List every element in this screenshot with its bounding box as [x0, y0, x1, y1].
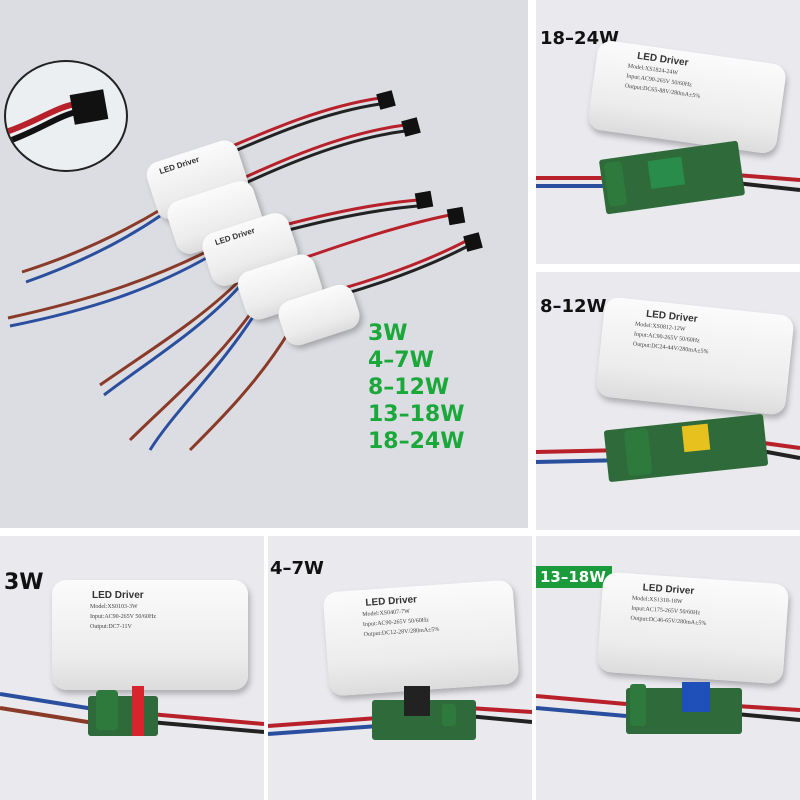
driver-box: LED Driver Model:XS0103-3W Input:AC90-26…	[52, 580, 248, 690]
legend-item: 13–18W	[368, 402, 465, 427]
circuit-board	[88, 686, 158, 736]
legend-item: 18–24W	[368, 429, 465, 454]
panel-13-18w: 13–18W LED Driver Model:XS1318-18W Input…	[536, 536, 800, 800]
panel-label: 3W	[4, 570, 44, 595]
wires-illustration	[0, 692, 264, 734]
model-text: Model:XS0103-3W	[90, 604, 138, 610]
panel-label: 18–24W	[540, 28, 619, 49]
panel-8-12w: 8–12W LED Driver Model:XS0812-12W Input:…	[536, 272, 800, 530]
legend-item: 8–12W	[368, 375, 450, 400]
driver-title: LED Driver	[213, 225, 256, 248]
circuit-board	[626, 682, 742, 734]
legend-item: 3W	[368, 321, 408, 346]
output-text: Output:DC7-11V	[90, 624, 132, 630]
driver-title: LED Driver	[92, 590, 144, 601]
legend-item: 4–7W	[368, 348, 434, 373]
panel-18-24w: 18–24W LED Driver Model:XS1824-24W Input…	[536, 0, 800, 264]
wires-illustration	[536, 440, 800, 464]
panel-label: 4–7W	[270, 558, 324, 579]
wires-illustration	[536, 173, 800, 192]
panel-3w: 3W LED Driver Model:XS0103-3W Input:AC90…	[0, 536, 264, 800]
input-text: Input:AC90-265V 50/60Hz	[90, 614, 157, 620]
main-product-photo: LED Driver LED Driver 3W 4–7W 8–12W 13–1…	[0, 0, 528, 528]
wattage-legend: 3W 4–7W 8–12W 13–18W 18–24W	[368, 320, 465, 455]
wires-illustration	[268, 706, 532, 736]
panel-4-7w: 4–7W LED Driver Model:XS0407-7W Input:AC…	[268, 536, 532, 800]
panel-label-badge: 13–18W	[536, 566, 612, 588]
circuit-board	[372, 686, 476, 740]
panel-label: 8–12W	[540, 296, 607, 317]
wires-illustration	[536, 694, 800, 722]
connector-inset	[4, 60, 128, 172]
driver-title: LED Driver	[158, 154, 201, 177]
